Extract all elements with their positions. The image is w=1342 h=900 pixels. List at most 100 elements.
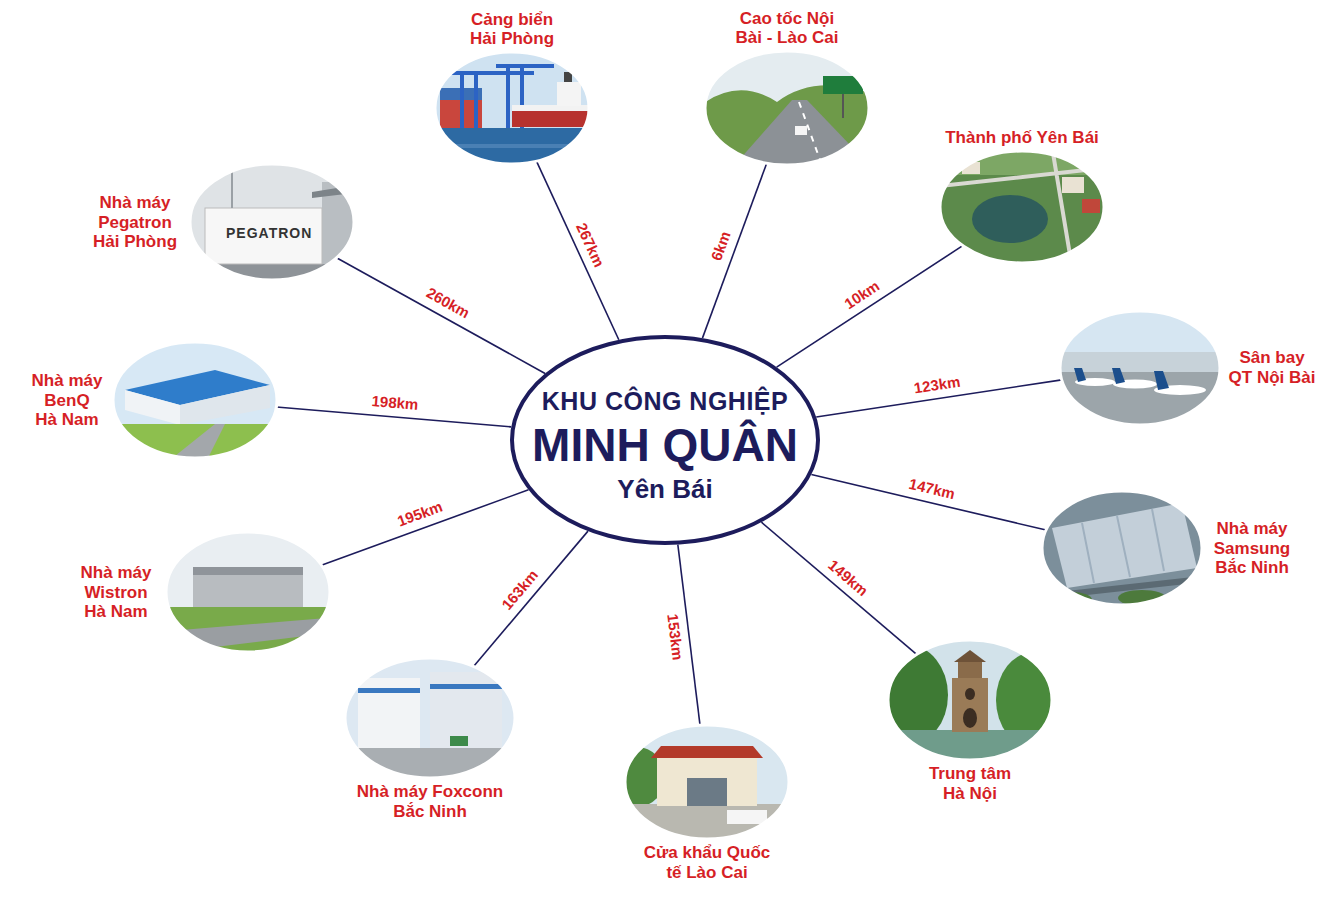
distance-label: 153km [664,610,687,662]
place-label: Nhà máy Samsung Bắc Ninh [1208,519,1296,578]
photo-frame-edge [345,658,515,778]
airport-photo-clip [1050,308,1230,428]
building [358,678,420,748]
place-label: Cảng biển Hải Phòng [457,10,567,49]
turtle-tower [952,678,988,732]
location-circle: Sân bay QT Nội Bài [1060,311,1220,425]
road [158,617,338,654]
place-label-box: Cảng biển Hải Phòng [457,10,567,49]
place-label: Nhà máy Wistron Hà Nam [72,563,160,622]
park-name: MINH QUÂN [532,417,798,473]
location-circle: Thành phố Yên Bái [940,151,1104,263]
ground [1032,488,1212,608]
seaport-photo-clip [432,48,594,168]
foxconn-photo-clip [340,653,520,783]
lamp-post [231,172,233,208]
pegatron-photo-clip [182,157,362,287]
road [732,100,872,168]
distance-label-box: 10km [839,276,884,314]
place-label-box: Nhà máy BenQ Hà Nam [27,371,107,430]
distance-label-box: 153km [663,610,687,663]
sky [340,653,520,783]
distance-line [811,475,1046,530]
hanoi-photo-clip [868,635,1072,765]
photo-frame-edge [113,342,277,458]
truck [727,810,767,824]
location-circle: Cảng biển Hải Phòng [435,52,589,164]
place-label-box: Nhà máy Wistron Hà Nam [72,563,160,622]
distance-label: 260km [422,283,475,322]
factory-wall [125,390,180,425]
sky [105,335,285,465]
building-stripe [430,684,502,689]
samsung-photo-clip [1032,488,1212,608]
place-label: Trung tâm Hà Nội [915,764,1025,803]
hub-ellipse-shape [512,337,818,543]
building [1082,199,1100,213]
building-stripe [358,688,420,693]
distance-line [474,531,588,666]
border-gate-photo-clip [609,722,797,844]
ship-bridge [557,82,581,106]
hub-text-stack: KHU CÔNG NGHIỆPMINH QUÂNYên Bái [510,335,820,545]
photo-frame [940,151,1104,263]
airplane-tail [1112,368,1125,384]
photo-frame-edge [1060,311,1220,425]
wistron-photo-clip [158,527,338,657]
photo-frame [625,725,789,839]
photo-frame [1060,311,1220,425]
airplane-tail [1074,368,1086,382]
distance-label: 149km [824,554,874,600]
distance-label: 6km [707,227,735,265]
distance-label-box: 198km [369,392,421,414]
benq-photo-clip [105,335,285,465]
place-label: Nhà máy Pegatron Hải Phòng [86,193,184,252]
ship-hull [512,110,594,127]
distance-label-box: 147km [905,474,958,503]
factory-wall [180,385,270,425]
gate-roof [651,746,763,758]
location-circle: Cửa khẩu Quốc tế Lào Cai [625,725,789,839]
building [193,567,303,607]
distance-label-box: 267km [572,218,610,272]
place-label: Cao tốc Nội Bài - Lào Cai [712,9,862,48]
location-circle: Nhà máy Pegatron Hải Phòng [190,164,354,280]
gate-opening [687,778,727,806]
border-gate-photo [609,722,797,844]
park-province: Yên Bái [617,473,712,505]
photo-frame [435,52,589,164]
benq-factory-photo [105,335,285,465]
photo-sign-box: PEGATRON [226,224,312,242]
photo-frame [888,640,1052,760]
airplane-tail [1154,371,1169,390]
distance-label: 10km [839,276,884,313]
location-circle: Nhà máy Wistron Hà Nam [166,532,330,652]
seaport-photo [432,48,594,168]
photo-frame-edge [190,164,354,280]
distance-label-box: 6km [707,227,736,265]
place-label-box: Thành phố Yên Bái [907,128,1137,148]
distance-label-box: 149km [823,554,873,601]
factory-roof [1052,503,1197,588]
hub-ellipse: KHU CÔNG NGHIỆPMINH QUÂNYên Bái [510,335,820,545]
location-circle: Cao tốc Nội Bài - Lào Cai [705,51,869,165]
place-label: Thành phố Yên Bái [907,128,1137,148]
place-label: Nhà máy BenQ Hà Nam [27,371,107,430]
building [322,182,362,282]
building [1062,177,1084,193]
place-label-box: Nhà máy Pegatron Hải Phòng [86,193,184,252]
highway-photo-clip [697,48,877,168]
distance-label: 123km [910,372,963,396]
airport-photo [1050,308,1230,428]
pegatron-factory-photo [182,157,362,287]
photo-frame [345,658,515,778]
distance-label: 147km [905,474,958,502]
distance-label: 267km [572,218,609,271]
sign [450,736,468,746]
samsung-factory-photo [1032,488,1212,608]
car [795,126,807,135]
